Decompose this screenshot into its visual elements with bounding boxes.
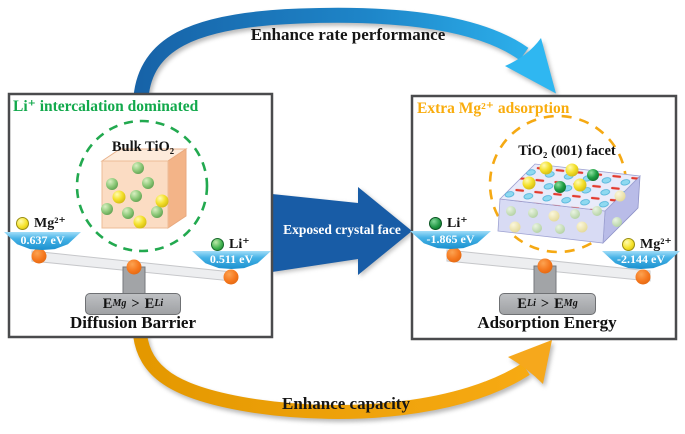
left-panel-li-energy-pan: 0.511 eV [192, 251, 271, 269]
relation-lhs: E [517, 295, 527, 312]
right-seesaw [446, 247, 651, 299]
facet-illustration [446, 114, 651, 299]
green-dashed-circle-icon [75, 119, 209, 253]
left-panel-caption: Diffusion Barrier [69, 313, 197, 332]
tio2-facet-label: TiO₂ (001) facet [518, 143, 616, 159]
right-panel-title: Extra Mg²⁺ adsorption [417, 100, 570, 117]
right-panel-caption: Adsorption Energy [477, 313, 617, 332]
right-panel-li-label: Li⁺ [429, 215, 468, 232]
bottom-arrow [133, 333, 552, 419]
right-panel-mg-label: Mg²⁺ [622, 236, 672, 253]
relation-rhs-sub: Mg [563, 298, 578, 309]
exposed-crystal-face-label: Exposed crystal face [283, 222, 401, 237]
left-panel-li-label: Li⁺ [211, 236, 250, 253]
enhance-rate-label: Enhance rate performance [250, 25, 446, 44]
left-panel-mg-label: Mg²⁺ [16, 215, 66, 232]
mg-ion-icon [622, 238, 635, 251]
relation-lhs: E [102, 295, 113, 312]
top-arrow [133, 7, 556, 98]
center-pivot-dot [126, 259, 142, 275]
relation-lhs-sub: Mg [112, 298, 127, 309]
enhance-capacity-label: Enhance capacity [282, 394, 410, 413]
left-pivot-dot [31, 248, 47, 264]
li-ion-icon [211, 238, 224, 251]
left-pivot-dot [446, 247, 462, 263]
li-ion-icon [429, 217, 442, 230]
tio2-facet-slab-icon [497, 161, 641, 245]
center-pivot-dot [537, 258, 553, 274]
relation-rhs: E [144, 295, 155, 312]
relation-lhs-sub: Li [526, 298, 536, 309]
right-panel-mg-energy-pan: -2.144 eV [602, 251, 680, 269]
left-panel-mg-energy-pan: 0.637 eV [4, 232, 81, 250]
ion-name: Li⁺ [447, 216, 468, 231]
right-panel-li-energy-pan: -1.865 eV [410, 231, 491, 249]
bulk-tio2-label: Bulk TiO₂ [111, 139, 175, 155]
right-pivot-dot [635, 269, 651, 285]
bulk-tio2-illustration [31, 119, 239, 299]
ion-name: Li⁺ [229, 237, 250, 252]
mg-ion-icon [16, 217, 29, 230]
right-pivot-dot [223, 269, 239, 285]
relation-operator: > [131, 295, 140, 312]
relation-rhs: E [554, 295, 564, 312]
relation-operator: > [540, 295, 550, 312]
tio2-cube-icon [100, 148, 188, 229]
ion-name: Mg²⁺ [640, 237, 672, 252]
left-panel-title: Li⁺ intercalation dominated [13, 98, 199, 115]
ion-name: Mg²⁺ [34, 216, 66, 231]
relation-rhs-sub: Li [154, 298, 164, 309]
left-seesaw [31, 248, 239, 299]
middle-arrow [272, 187, 412, 275]
